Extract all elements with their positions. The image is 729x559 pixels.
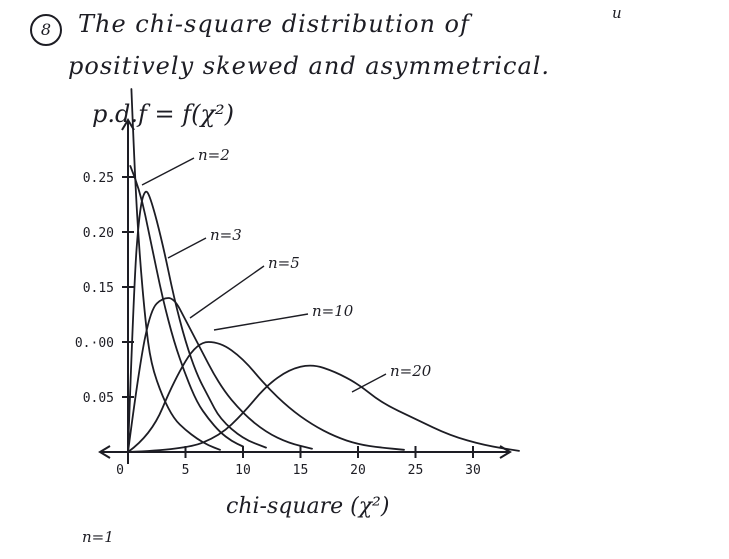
curve-label-n3: n=3 [210, 226, 242, 244]
leader-n20 [351, 373, 387, 393]
y-tick-label: 0.25 [83, 171, 114, 186]
leader-n10 [213, 313, 309, 331]
y-axis-arrow [121, 118, 135, 131]
curve-label-n2: n=2 [198, 146, 230, 164]
x-axis-left-arrow [98, 445, 111, 459]
leader-n3 [167, 237, 207, 259]
curve-n20 [127, 364, 520, 453]
heading-line-1: The chi-square distribution of [78, 10, 470, 38]
leader-n5 [189, 265, 265, 319]
curve-n3 [127, 190, 267, 453]
x-tick-label: 30 [465, 463, 481, 478]
heading-annotation: u [612, 4, 622, 22]
heading-line-2: positively skewed and asymmetrical. [68, 52, 551, 80]
x-tick-label: 15 [293, 463, 309, 478]
y-tick-label: 0.·00 [75, 336, 114, 351]
leader-n2 [141, 157, 195, 186]
curve-label-n10: n=10 [312, 302, 354, 320]
x-tick-label: 10 [235, 463, 251, 478]
curve-label-n20: n=20 [390, 362, 432, 380]
curve-n1 [130, 88, 221, 451]
curve-n5 [127, 297, 313, 453]
x-tick-label: 0 [116, 463, 124, 478]
question-number-badge: 8 [30, 14, 62, 46]
chart-curves [127, 88, 520, 453]
x-tick-label: 5 [182, 463, 190, 478]
x-tick-label: 20 [350, 463, 366, 478]
x-tick-label: 25 [408, 463, 424, 478]
curve-n2 [129, 165, 244, 448]
x-axis-label: chi-square (χ²) [226, 494, 390, 519]
curve-n10 [127, 341, 405, 453]
y-tick-label: 0.05 [83, 391, 114, 406]
y-tick-label: 0.20 [83, 226, 114, 241]
curve-label-n1: n=1 [82, 528, 114, 546]
y-axis-label: p.d.f = f(χ²) [92, 100, 235, 128]
chart-curve-labels: n=2 n=3 n=5 n=10 n=20 [141, 146, 432, 393]
chart-ticks: 0.05 0.·00 0.15 0.20 0.25 0 5 10 15 20 25 30 [75, 171, 481, 478]
y-tick-label: 0.15 [83, 281, 114, 296]
curve-label-n5: n=5 [268, 254, 300, 272]
